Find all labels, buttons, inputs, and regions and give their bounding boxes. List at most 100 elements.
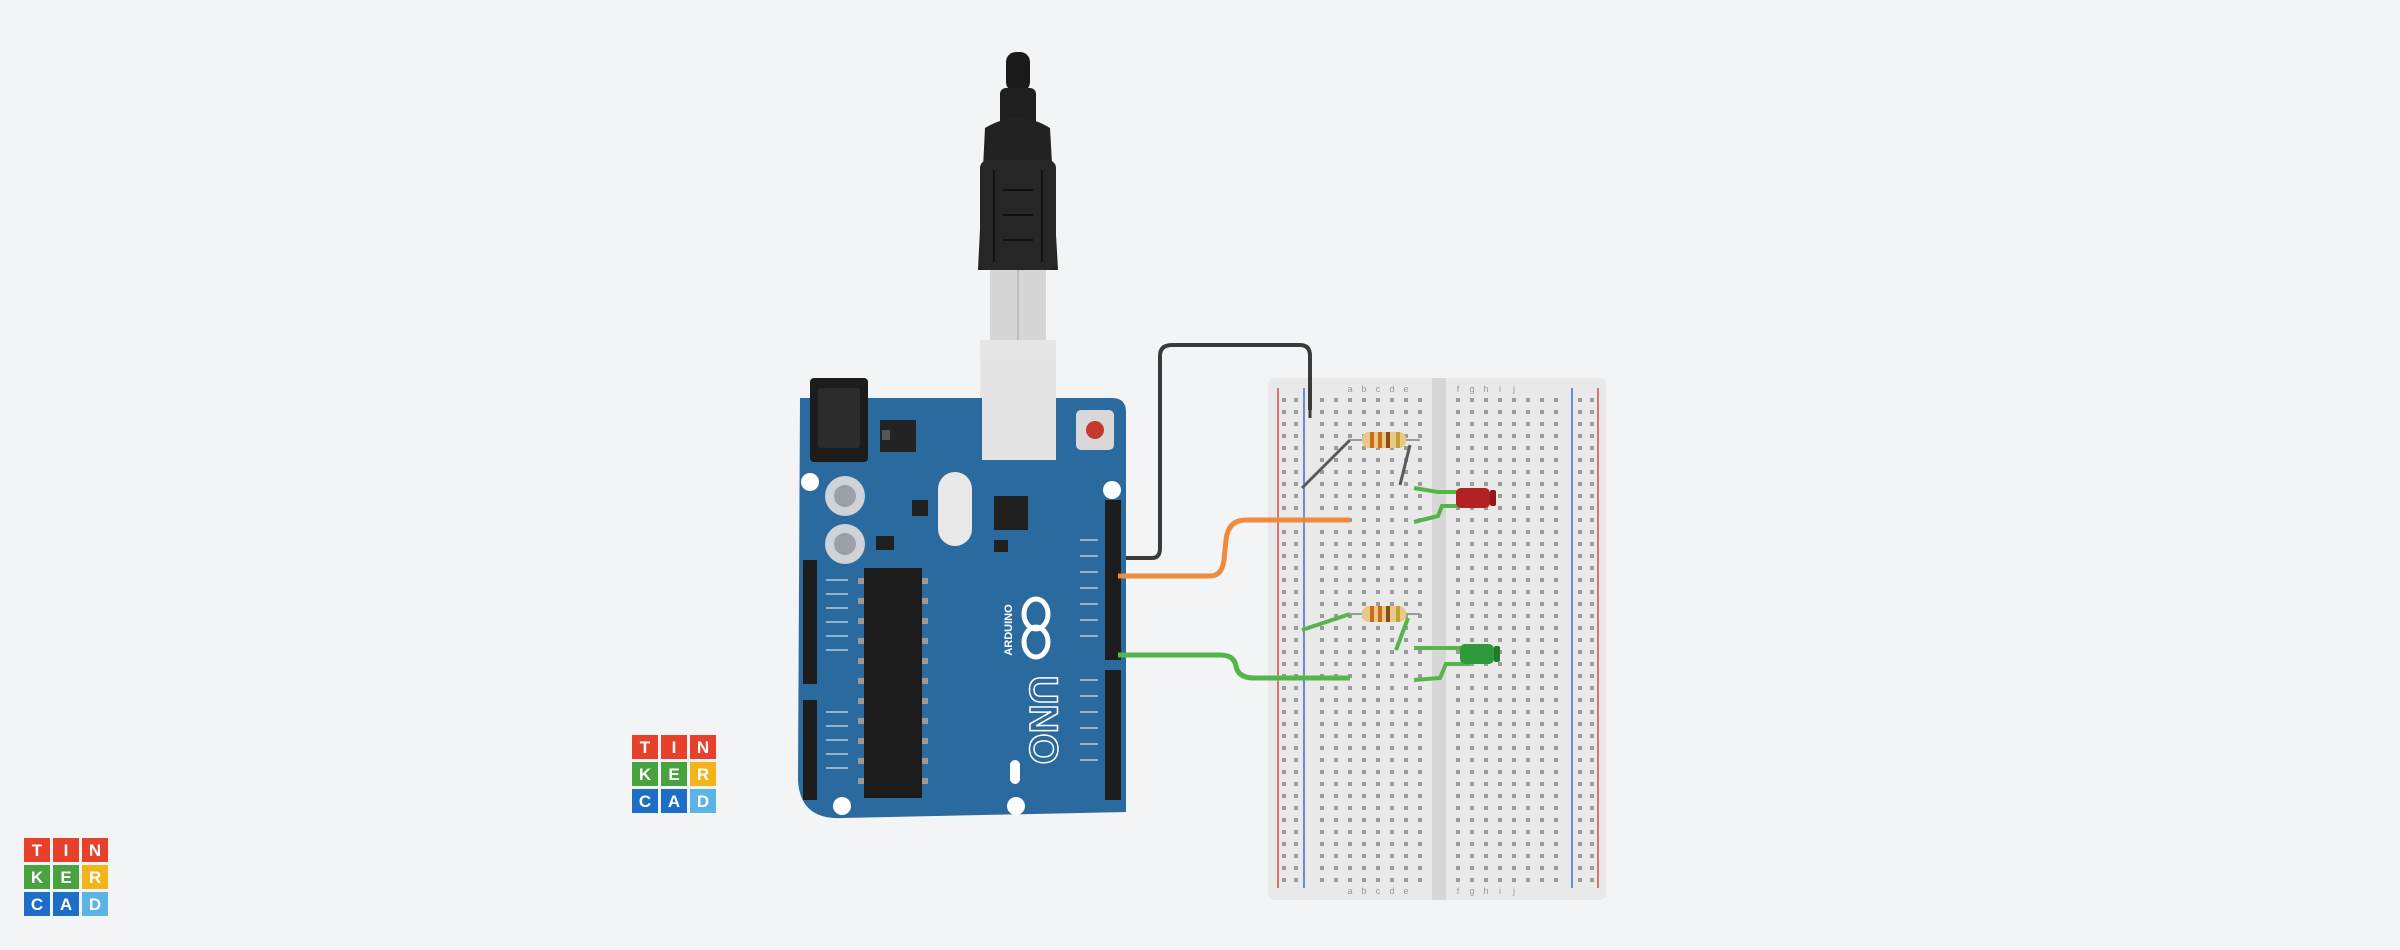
- breadboard-hole: [1320, 398, 1324, 402]
- breadboard-hole: [1376, 782, 1380, 786]
- ground-wire[interactable]: [1126, 343, 1312, 560]
- breadboard-hole: [1470, 614, 1474, 618]
- breadboard-hole: [1418, 806, 1422, 810]
- breadboard-hole: [1540, 686, 1544, 690]
- breadboard-hole: [1512, 566, 1516, 570]
- breadboard-hole: [1404, 530, 1408, 534]
- breadboard-hole: [1282, 830, 1286, 834]
- breadboard-hole: [1362, 758, 1366, 762]
- breadboard-hole: [1334, 650, 1338, 654]
- breadboard-hole: [1578, 602, 1582, 606]
- mount-hole: [801, 473, 819, 491]
- breadboard-hole: [1526, 602, 1530, 606]
- breadboard-hole: [1590, 602, 1594, 606]
- orange-signal-wire[interactable]: [1118, 517, 1350, 579]
- breadboard-hole: [1456, 542, 1460, 546]
- breadboard-hole: [1512, 722, 1516, 726]
- breadboard-hole: [1498, 758, 1502, 762]
- breadboard-hole: [1418, 794, 1422, 798]
- breadboard-hole: [1540, 806, 1544, 810]
- breadboard-hole: [1376, 626, 1380, 630]
- breadboard-hole: [1578, 746, 1582, 750]
- breadboard-hole: [1498, 398, 1502, 402]
- breadboard-hole: [1294, 530, 1298, 534]
- breadboard-hole: [1282, 446, 1286, 450]
- led-red[interactable]: [1456, 488, 1496, 508]
- breadboard-hole: [1320, 794, 1324, 798]
- breadboard-hole: [1294, 734, 1298, 738]
- breadboard-hole: [1540, 698, 1544, 702]
- breadboard-hole: [1294, 662, 1298, 666]
- breadboard-hole: [1498, 794, 1502, 798]
- breadboard-hole: [1578, 878, 1582, 882]
- led-green[interactable]: [1460, 644, 1500, 664]
- breadboard-hole: [1590, 626, 1594, 630]
- breadboard-hole: [1554, 806, 1558, 810]
- breadboard-hole: [1362, 554, 1366, 558]
- jumper-wire[interactable]: [1413, 662, 1470, 682]
- breadboard-hole: [1554, 434, 1558, 438]
- column-letter: h: [1483, 384, 1488, 394]
- breadboard-hole: [1348, 710, 1352, 714]
- breadboard-center-divider: [1432, 378, 1446, 900]
- breadboard-hole: [1498, 542, 1502, 546]
- breadboard-hole: [1484, 518, 1488, 522]
- breadboard-hole: [1498, 494, 1502, 498]
- green-signal-wire[interactable]: [1118, 652, 1350, 681]
- breadboard-hole: [1578, 854, 1582, 858]
- breadboard-hole: [1418, 758, 1422, 762]
- logo-letter-tile: A: [53, 892, 79, 916]
- breadboard-hole: [1498, 530, 1502, 534]
- breadboard-hole: [1334, 830, 1338, 834]
- breadboard-hole: [1390, 734, 1394, 738]
- breadboard-hole: [1390, 554, 1394, 558]
- breadboard-hole: [1590, 782, 1594, 786]
- breadboard-hole: [1320, 782, 1324, 786]
- column-letter: d: [1389, 886, 1394, 896]
- breadboard-hole: [1334, 770, 1338, 774]
- breadboard-hole: [1540, 578, 1544, 582]
- jumper-wire[interactable]: [1413, 504, 1470, 524]
- jumper-wire[interactable]: [1300, 438, 1352, 490]
- jumper-wire[interactable]: [1301, 612, 1351, 632]
- breadboard-hole: [1404, 446, 1408, 450]
- column-letter: g: [1469, 886, 1474, 896]
- breadboard-hole: [1470, 578, 1474, 582]
- breadboard-hole: [1512, 806, 1516, 810]
- breadboard-hole: [1578, 458, 1582, 462]
- breadboard-hole: [1362, 698, 1366, 702]
- breadboard-hole: [1282, 494, 1286, 498]
- breadboard-hole: [1456, 614, 1460, 618]
- breadboard-hole: [1294, 566, 1298, 570]
- usb-cable[interactable]: [978, 52, 1058, 402]
- breadboard-hole: [1498, 410, 1502, 414]
- jumper-wire[interactable]: [1394, 617, 1410, 651]
- breadboard-hole: [1376, 506, 1380, 510]
- arduino-uno-board[interactable]: ARDUINO UNO: [798, 360, 1126, 819]
- breadboard-hole: [1590, 542, 1594, 546]
- breadboard-hole: [1334, 470, 1338, 474]
- breadboard-hole: [1294, 494, 1298, 498]
- breadboard-hole: [1554, 614, 1558, 618]
- resistor-1[interactable]: [1350, 432, 1420, 448]
- breadboard-hole: [1390, 842, 1394, 846]
- breadboard-hole: [1294, 434, 1298, 438]
- resistor-2[interactable]: [1350, 606, 1420, 622]
- breadboard-hole: [1484, 470, 1488, 474]
- breadboard-hole: [1390, 542, 1394, 546]
- breadboard-hole: [1526, 878, 1530, 882]
- breadboard-hole: [1498, 686, 1502, 690]
- breadboard-hole: [1404, 734, 1408, 738]
- jumper-wire[interactable]: [1398, 444, 1412, 486]
- breadboard-hole: [1390, 626, 1394, 630]
- breadboard-hole: [1554, 566, 1558, 570]
- breadboard-hole: [1512, 638, 1516, 642]
- breadboard-hole: [1512, 650, 1516, 654]
- breadboard-hole: [1540, 734, 1544, 738]
- breadboard-hole: [1418, 590, 1422, 594]
- breadboard-hole: [1470, 710, 1474, 714]
- column-letter: i: [1499, 886, 1501, 896]
- breadboard-hole: [1418, 458, 1422, 462]
